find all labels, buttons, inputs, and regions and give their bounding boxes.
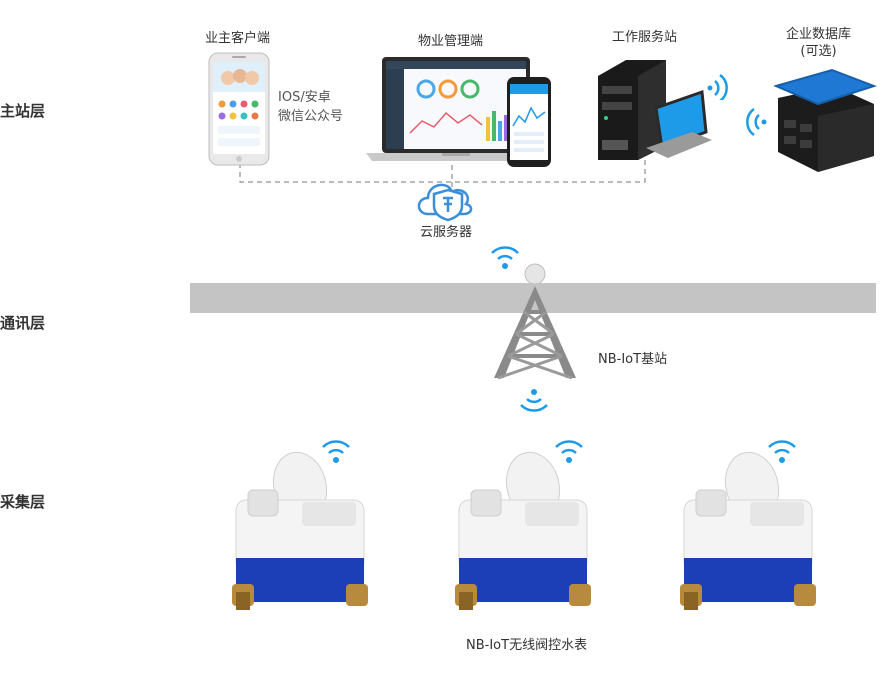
smartphone-icon [208,52,270,166]
layer-label-master: 主站层 [0,102,46,120]
owner-client-label: 业主客户端 [205,31,271,46]
mobile-app-icon [507,77,551,167]
water-meter-icon [680,451,816,610]
wifi-signal-icon [768,440,796,463]
wifi-signal-icon [322,440,350,463]
wifi-signal-icon [707,73,728,100]
base-station-tower-icon [494,263,576,380]
enterprise-db-label: 企业数据库 [786,27,852,42]
database-server-icon [774,68,878,172]
enterprise-db-optional-note: (可选) [800,44,837,59]
owner-client-wechat-note: 微信公众号 [278,109,344,124]
wifi-signal-icon [491,246,519,269]
base-station-label: NB-IoT基站 [598,352,668,367]
owner-client-platform-note: IOS/安卓 [278,90,331,105]
wifi-signal-icon [746,107,767,137]
water-meter-icon [455,451,591,610]
dashed-link [239,150,646,183]
cloud-server-label: 云服务器 [420,225,473,240]
property-mgmt-label: 物业管理端 [418,34,484,49]
water-meter-icon [232,451,368,610]
water-meter-label: NB-IoT无线阀控水表 [466,638,588,653]
wifi-signal-icon [555,440,583,463]
workstation-label: 工作服务站 [612,30,678,45]
layer-label-collect: 采集层 [0,493,46,511]
wifi-signal-icon [520,389,548,412]
server-workstation-icon [598,60,712,160]
cloud-server-icon [417,183,473,222]
layer-label-comm: 通讯层 [0,314,46,332]
laptop-icon [366,57,546,161]
